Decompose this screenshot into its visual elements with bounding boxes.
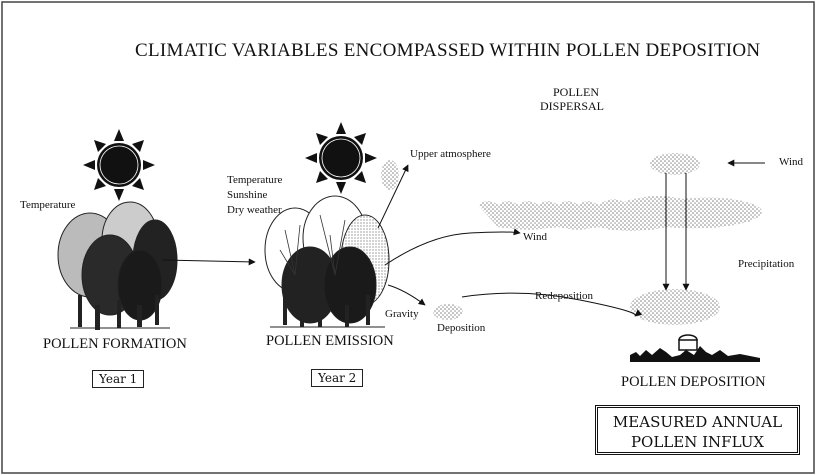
sun-icon <box>305 122 377 194</box>
pollen-formation-label: POLLEN FORMATION <box>43 336 187 353</box>
pollen-dispersal-label-line2: DISPERSAL <box>540 99 604 114</box>
redeposition-label: Redeposition <box>535 290 593 302</box>
dry-weather-label: Dry weather <box>227 204 282 216</box>
pollen-emission-label: POLLEN EMISSION <box>266 333 394 350</box>
sun-icon <box>83 129 155 201</box>
temperature-label-2: Temperature <box>227 174 282 186</box>
measured-annual-influx-box: MEASURED ANNUAL POLLEN INFLUX <box>595 405 800 455</box>
pollen-dispersal-label-line1: POLLEN <box>553 85 599 100</box>
gravity-label: Gravity <box>385 308 419 320</box>
measured-line2: POLLEN INFLUX <box>598 432 797 452</box>
year2-label: Year 2 <box>311 369 363 387</box>
upper-atmosphere-label: Upper atmosphere <box>410 148 491 160</box>
precipitation-label: Precipitation <box>738 258 794 270</box>
deposition-ground-icon <box>630 335 760 362</box>
wind-label-middle: Wind <box>523 231 547 243</box>
tree-icon <box>58 202 177 330</box>
pollen-deposition-label: POLLEN DEPOSITION <box>621 374 766 391</box>
measured-line1: MEASURED ANNUAL <box>598 412 797 432</box>
temperature-label: Temperature <box>20 199 75 211</box>
tree-icon <box>265 196 389 327</box>
wind-label-right: Wind <box>779 156 803 168</box>
year1-label: Year 1 <box>92 370 144 388</box>
deposition-label: Deposition <box>437 322 485 334</box>
diagram-title: CLIMATIC VARIABLES ENCOMPASSED WITHIN PO… <box>135 40 760 62</box>
sunshine-label: Sunshine <box>227 189 267 201</box>
